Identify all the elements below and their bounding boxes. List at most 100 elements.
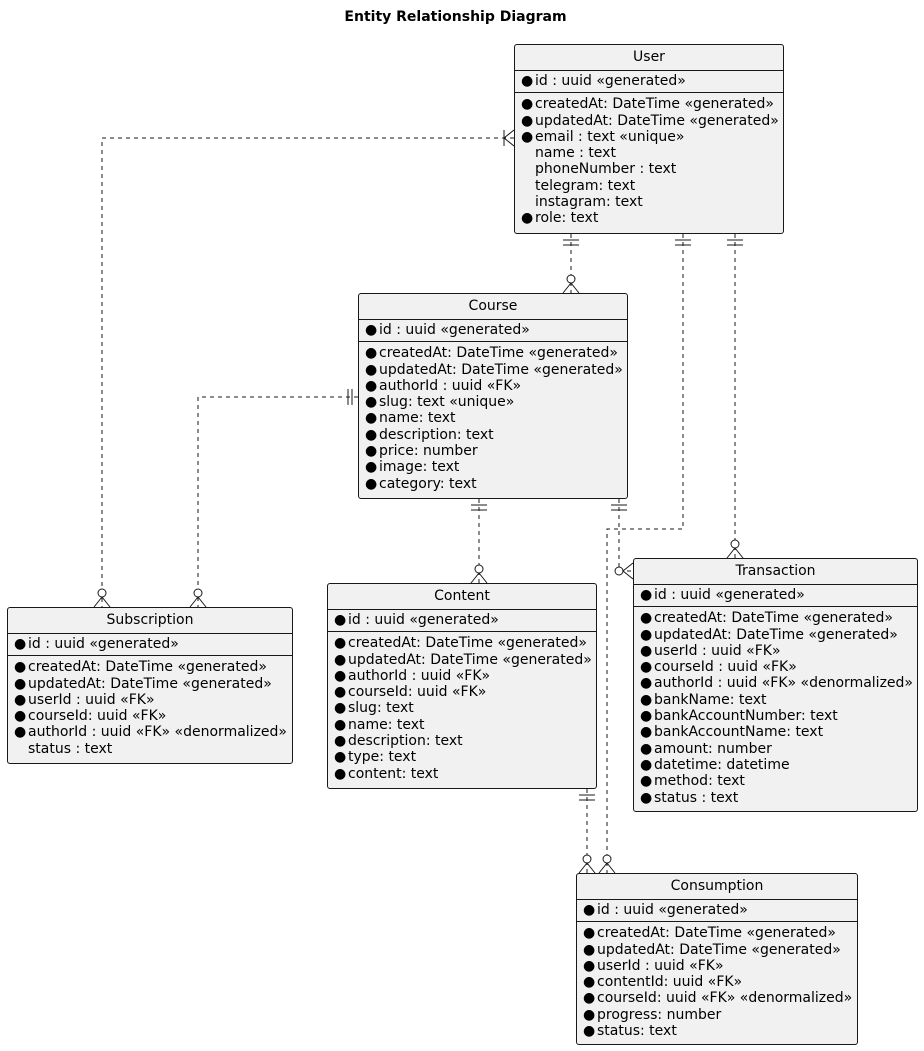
attributes-section: ●createdAt: DateTime «generated»●updated… [328,632,596,782]
attribute-row: telegram: text [521,178,777,194]
required-bullet-icon: ● [583,1006,596,1023]
primary-key-section: ●id : uuid «generated» [359,320,627,343]
primary-key-row: ●id : uuid «generated» [521,73,777,89]
required-bullet-icon: ● [583,925,596,942]
attributes-section: ●createdAt: DateTime «generated»●updated… [8,656,292,757]
attribute-row: ●description: text [334,733,590,749]
attribute-row: status : text [14,741,286,757]
attribute-text: id : uuid «generated» [535,73,686,89]
edge-user-course [562,234,580,294]
entity-name: User [515,45,783,71]
attribute-text: courseId: uuid «FK» «denormalized» [597,990,853,1007]
attribute-row: ●userId : uuid «FK» [583,958,851,974]
entity-course[interactable]: Course●id : uuid «generated»●createdAt: … [358,293,628,499]
required-bullet-icon: ● [14,675,27,692]
primary-key-row: ●id : uuid «generated» [14,636,286,652]
required-bullet-icon: ● [334,635,347,652]
attribute-text: datetime: datetime [654,756,790,773]
attribute-text: bankAccountName: text [654,724,824,741]
attribute-row: ●createdAt: DateTime «generated» [521,96,777,112]
required-bullet-icon: ● [334,684,347,701]
attribute-row: ●description: text [365,427,621,443]
required-bullet-icon: ● [334,612,347,628]
attribute-row: ●amount: number [640,741,911,757]
entity-consumption[interactable]: Consumption●id : uuid «generated»●create… [576,873,858,1045]
attribute-text: userId : uuid «FK» [654,642,781,659]
attribute-row: ●authorId : uuid «FK» «denormalized» [640,675,913,692]
required-bullet-icon: ● [583,941,596,958]
attribute-text: id : uuid «generated» [654,587,805,603]
required-bullet-icon: ● [640,675,653,692]
attribute-text: bankName: text [654,691,767,708]
required-bullet-icon: ● [365,475,378,492]
attributes-section: ●createdAt: DateTime «generated»●updated… [359,342,627,492]
attribute-text: updatedAt: DateTime «generated» [348,651,592,668]
attribute-row: phoneNumber : text [521,161,777,177]
required-bullet-icon: ● [365,426,378,443]
attribute-text: id : uuid «generated» [597,902,748,918]
attribute-row: ●updatedAt: DateTime «generated» [521,112,779,129]
attribute-text: progress: number [597,1006,722,1023]
edge-user-subscription [93,129,515,608]
attribute-row: ●createdAt: DateTime «generated» [334,635,590,651]
required-bullet-icon: ● [640,691,653,708]
attribute-text: contentId: uuid «FK» [597,974,743,991]
attribute-row: ●datetime: datetime [640,757,911,773]
attribute-row: ●image: text [365,459,621,475]
attribute-text: courseId : uuid «FK» [654,659,797,676]
required-bullet-icon: ● [365,377,378,394]
attribute-row: ●role: text [521,210,777,226]
required-bullet-icon: ● [640,773,653,790]
attribute-text: authorId : uuid «FK» «denormalized» [28,724,287,741]
required-bullet-icon: ● [640,659,653,676]
attribute-text: role: text [535,210,599,227]
primary-key-row: ●id : uuid «generated» [640,587,911,603]
required-bullet-icon: ● [334,716,347,733]
entity-user[interactable]: User●id : uuid «generated»●createdAt: Da… [514,44,784,234]
required-bullet-icon: ● [521,96,534,113]
attribute-text: description: text [379,426,494,443]
attribute-row: ●courseId: uuid «FK» «denormalized» [583,990,853,1007]
required-bullet-icon: ● [640,740,653,757]
attribute-row: ●createdAt: DateTime «generated» [365,345,621,361]
attribute-row: name : text [521,145,777,161]
primary-key-row: ●id : uuid «generated» [583,902,851,918]
attribute-row: ●email : text «unique» [521,129,777,145]
required-bullet-icon: ● [14,659,27,676]
primary-key-section: ●id : uuid «generated» [8,634,292,657]
attribute-text: createdAt: DateTime «generated» [28,659,267,676]
attribute-row: ●bankAccountName: text [640,724,911,740]
attribute-text: id : uuid «generated» [28,636,179,652]
attribute-text: method: text [654,773,745,790]
attribute-text: createdAt: DateTime «generated» [654,610,893,627]
edge-course-subscription [189,389,358,608]
attribute-text: description: text [348,733,463,750]
attribute-text: status: text [597,1023,677,1040]
attributes-section: ●createdAt: DateTime «generated»●updated… [515,93,783,226]
required-bullet-icon: ● [334,733,347,750]
attribute-text: bankAccountNumber: text [654,708,838,725]
attribute-text: authorId : uuid «FK» [379,377,522,394]
attribute-text: phoneNumber : text [535,161,677,178]
required-bullet-icon: ● [334,667,347,684]
required-bullet-icon: ● [521,112,534,129]
entity-subscription[interactable]: Subscription●id : uuid «generated»●creat… [7,607,293,764]
primary-key-row: ●id : uuid «generated» [365,322,621,338]
edge-course-transaction [611,499,634,580]
required-bullet-icon: ● [14,708,27,725]
attribute-text: instagram: text [535,194,643,211]
attribute-row: ●status: text [583,1023,851,1039]
attribute-row: ●method: text [640,773,911,789]
attribute-text: updatedAt: DateTime «generated» [28,675,272,692]
required-bullet-icon: ● [640,642,653,659]
entity-transaction[interactable]: Transaction●id : uuid «generated»●create… [633,558,918,812]
attribute-row: ●userId : uuid «FK» [14,692,286,708]
attribute-text: authorId : uuid «FK» [348,667,491,684]
required-bullet-icon: ● [365,410,378,427]
attribute-text: createdAt: DateTime «generated» [535,96,774,113]
entity-content[interactable]: Content●id : uuid «generated»●createdAt:… [327,583,597,789]
edge-user-transaction [726,234,744,559]
attribute-text: type: text [348,749,417,766]
attribute-row: ●type: text [334,749,590,765]
